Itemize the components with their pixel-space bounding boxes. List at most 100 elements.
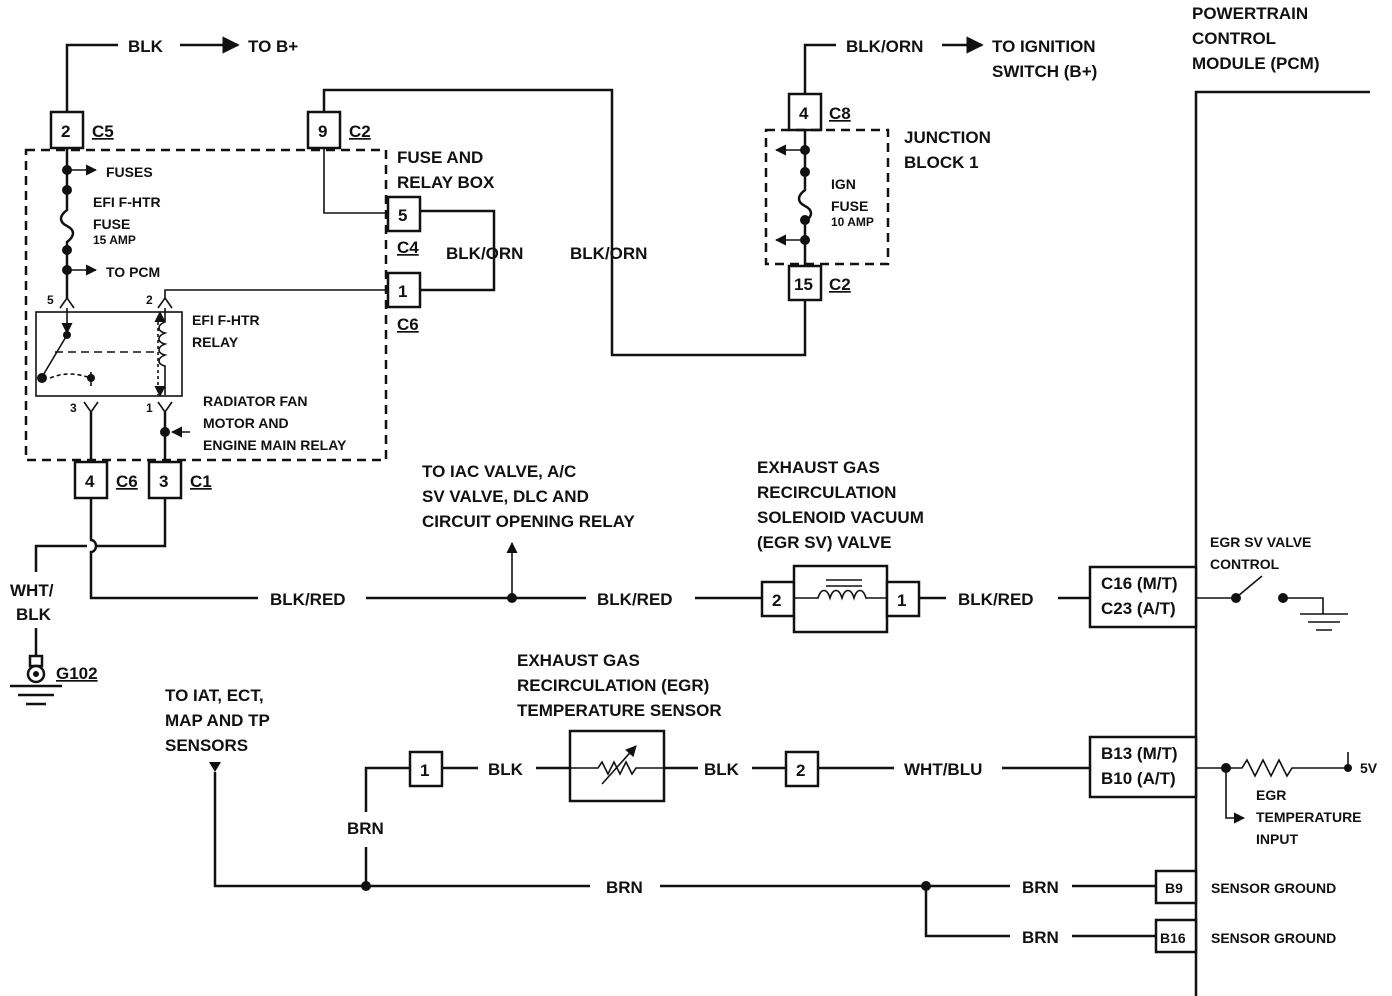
c4-pin: 5 — [398, 206, 407, 225]
pullup-resistor-icon — [1196, 758, 1348, 778]
egr-input-label-2: TEMPERATURE — [1256, 809, 1362, 825]
ign-fuse-label: FUSE — [831, 198, 868, 214]
sv-pin-2: 2 — [772, 591, 781, 610]
jb-c2-label: C2 — [829, 275, 851, 294]
c2-label: C2 — [349, 122, 371, 141]
ts-pin-1: 1 — [420, 761, 429, 780]
wire-label-brn-b9: BRN — [1022, 878, 1059, 897]
efi-fhtr-fuse-label: EFI F-HTR — [93, 194, 161, 210]
c6-bot-label: C6 — [116, 472, 138, 491]
to-iat-label-1: TO IAT, ECT, — [165, 686, 264, 705]
efi-fhtr-fuse-symbol — [59, 190, 75, 270]
wire-label-blk-left: BLK — [488, 760, 524, 779]
c1-pin: 3 — [159, 472, 168, 491]
connector-c6-top-pin — [386, 271, 422, 309]
egr-input-label-1: EGR — [1256, 787, 1286, 803]
wire-label-blk-orn-loop: BLK/ORN — [446, 244, 523, 263]
relay-coil — [158, 308, 168, 395]
relay-pin-2: 2 — [146, 293, 153, 307]
egr-temp-circuit: EXHAUST GAS RECIRCULATION (EGR) TEMPERAT… — [165, 651, 1378, 891]
egr-sv-label-1: EXHAUST GAS — [757, 458, 880, 477]
to-ign-label-1: TO IGNITION — [992, 37, 1096, 56]
egr-input-label-3: INPUT — [1256, 831, 1298, 847]
b9-label: B9 — [1165, 880, 1183, 896]
wire-label-blk-red-1: BLK/RED — [270, 590, 346, 609]
connector-c2-top: 9 C2 BLK/ORN — [306, 88, 807, 357]
wht-blk-label-1: WHT/ — [10, 581, 54, 600]
wire-label-brn-b16: BRN — [1022, 928, 1059, 947]
c16-label: C16 (M/T) — [1101, 574, 1178, 593]
connector-c6-c1-bottom: 4 C6 3 C1 — [34, 460, 258, 600]
pcm-pin-b9 — [1154, 869, 1198, 905]
egr-sv-label-4: (EGR SV) VALVE — [757, 533, 891, 552]
rad-fan-label-2: MOTOR AND — [203, 415, 289, 431]
to-ign-label-2: SWITCH (B+) — [992, 62, 1097, 81]
c6-bot-pin: 4 — [85, 472, 95, 491]
egr-sv-valve-body — [792, 564, 889, 634]
wire-label-brn-vert: BRN — [347, 819, 384, 838]
c6-top-label: C6 — [397, 315, 419, 334]
wire-label-blk-red-3: BLK/RED — [958, 590, 1034, 609]
to-iat-label-2: MAP AND TP — [165, 711, 270, 730]
connector-c5: 2 C5 — [49, 110, 114, 150]
five-volt-label: 5V — [1360, 760, 1378, 776]
to-pcm-label: TO PCM — [106, 264, 160, 280]
b10-label: B10 (A/T) — [1101, 769, 1176, 788]
g102-label: G102 — [56, 664, 98, 683]
chassis-ground-icon — [1283, 597, 1348, 631]
relay-name-2: RELAY — [192, 334, 239, 350]
egr-temp-label-3: TEMPERATURE SENSOR — [517, 701, 722, 720]
wire-label-blk-orn-ign: BLK/ORN — [846, 37, 923, 56]
sensor-grounds: BRN BRN B9 SENSOR GROUND BRN B16 SENSOR … — [606, 869, 1336, 954]
pcm-pin-b16 — [1154, 918, 1198, 954]
rad-fan-label-1: RADIATOR FAN — [203, 393, 307, 409]
ign-label: IGN — [831, 176, 856, 192]
ts-pin-2: 2 — [796, 761, 805, 780]
b13-label: B13 (M/T) — [1101, 744, 1178, 763]
to-iac-label-1: TO IAC VALVE, A/C — [422, 462, 576, 481]
junction-block-1: BLK/ORN TO IGNITION SWITCH (B+) 4 C8 JUN… — [764, 36, 1097, 302]
pcm-label-2: CONTROL — [1192, 29, 1276, 48]
pcm-label-3: MODULE (PCM) — [1192, 54, 1319, 73]
wht-blk-label-2: BLK — [16, 605, 52, 624]
connector-c4-pin — [386, 195, 422, 233]
efi-fhtr-relay-box — [35, 311, 183, 397]
relay-pin-1: 1 — [146, 401, 153, 415]
pcm-pin-c16-c23 — [1088, 565, 1198, 629]
egr-sv-switch-icon — [1237, 575, 1263, 597]
ground-symbol-icon — [10, 684, 62, 706]
relay-name-1: EFI F-HTR — [192, 312, 260, 328]
egr-sv-circuit: BLK/RED TO IAC VALVE, A/C SV VALVE, DLC … — [270, 458, 1348, 634]
wire-label-blk-right: BLK — [704, 760, 740, 779]
sv-pin-1: 1 — [897, 591, 906, 610]
solenoid-coil-icon — [794, 589, 887, 601]
sensor-ground-label-1: SENSOR GROUND — [1211, 880, 1336, 896]
b-plus-feed: BLK TO B+ — [65, 36, 298, 112]
c8-pin: 4 — [799, 104, 809, 123]
c23-label: C23 (A/T) — [1101, 599, 1176, 618]
egr-ctrl-label-2: CONTROL — [1210, 556, 1280, 572]
pcm-pin-b13-b10 — [1088, 735, 1198, 799]
jb-c2-pin: 15 — [794, 275, 813, 294]
egr-temp-sensor-body — [568, 729, 666, 803]
relay-pin-3: 3 — [70, 401, 77, 415]
wire-label-brn-main: BRN — [606, 878, 643, 897]
egr-temp-label-1: EXHAUST GAS — [517, 651, 640, 670]
wire-label-blk-orn-mid: BLK/ORN — [570, 244, 647, 263]
wire-label-blk-red-2: BLK/RED — [597, 590, 673, 609]
jb-label-2: BLOCK 1 — [904, 153, 979, 172]
fuses-label: FUSES — [106, 164, 153, 180]
jb-label-1: JUNCTION — [904, 128, 991, 147]
wire-label-wht-blu: WHT/BLU — [904, 760, 982, 779]
to-bplus-label: TO B+ — [248, 37, 298, 56]
arrow-down-icon — [209, 762, 221, 772]
egr-sv-label-3: SOLENOID VACUUM — [757, 508, 924, 527]
to-iac-label-3: CIRCUIT OPENING RELAY — [422, 512, 636, 531]
egr-temp-label-2: RECIRCULATION (EGR) — [517, 676, 709, 695]
ign-amp-label: 10 AMP — [831, 215, 874, 229]
c5-pin: 2 — [61, 122, 70, 141]
fuse-relay-box: FUSE AND RELAY BOX FUSES EFI F-HTR FUSE … — [24, 148, 523, 462]
c8-label: C8 — [829, 104, 851, 123]
fuse-word: FUSE — [93, 216, 130, 232]
